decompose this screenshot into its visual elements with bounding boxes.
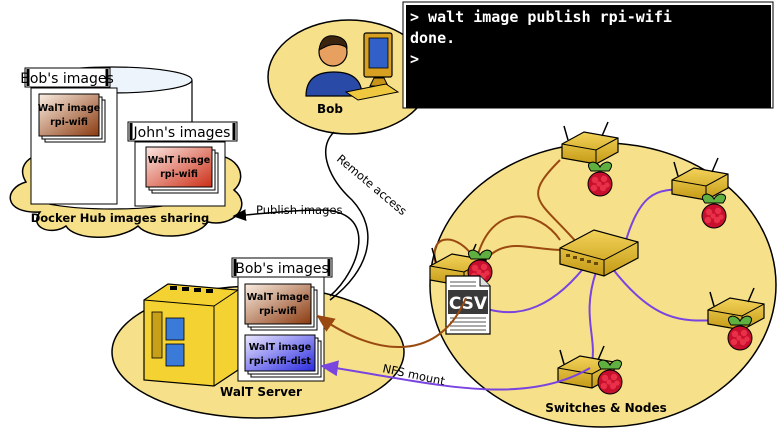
hub-bob-images-title: Bob's images xyxy=(20,71,114,87)
remote-access-arrow xyxy=(325,131,369,301)
server-images-panel[interactable]: Bob's images WalT image rpi-wifi WalT im… xyxy=(231,257,333,382)
nfs-mount-arrow-brown xyxy=(316,297,467,349)
csv-label: CSV xyxy=(449,294,488,314)
hub-john-images-title: John's images xyxy=(133,125,231,141)
hub-bob-images-panel[interactable]: Bob's images WalT image rpi-wifi xyxy=(20,67,118,205)
server-image-card-rpi-wifi-dist[interactable]: WalT image rpi-wifi-dist xyxy=(244,334,322,378)
server-card2-title: WalT image xyxy=(249,342,311,353)
terminal-window[interactable]: > walt image publish rpi-wifi done. > xyxy=(402,1,774,109)
server-label: WalT Server xyxy=(220,385,302,399)
hub-john-images-panel[interactable]: John's images WalT image rpi-wifi xyxy=(127,121,238,207)
server-card1-sub: rpi-wifi xyxy=(259,306,297,317)
hub-bob-card-title: WalT image xyxy=(38,103,100,114)
network-label: Switches & Nodes xyxy=(545,401,667,415)
hub-john-image-card[interactable]: WalT image rpi-wifi xyxy=(145,146,219,194)
remote-access-label: Remote access xyxy=(334,152,409,219)
server-card1-title: WalT image xyxy=(247,292,309,303)
hub-john-card-title: WalT image xyxy=(148,155,210,166)
hub-bob-image-card[interactable]: WalT image rpi-wifi xyxy=(38,93,106,143)
user-icon xyxy=(305,35,363,97)
terminal-line-2: done. xyxy=(410,29,455,47)
server-image-card-rpi-wifi[interactable]: WalT image rpi-wifi xyxy=(244,283,318,331)
terminal-line-1: > walt image publish rpi-wifi xyxy=(410,8,672,26)
publish-images-arrow xyxy=(232,209,360,297)
hub-bob-card-sub: rpi-wifi xyxy=(50,117,88,128)
central-switch-icon xyxy=(559,229,639,277)
hub-label: Docker Hub images sharing xyxy=(31,211,210,225)
nfs-mount-label: NFS mount xyxy=(381,361,446,388)
bob-label: Bob xyxy=(317,102,343,116)
computer-icon xyxy=(344,32,400,101)
csv-file-icon: CSV xyxy=(445,275,491,335)
publish-images-label: Publish images xyxy=(256,203,342,217)
bob-area: Bob xyxy=(267,19,431,135)
nfs-mount-arrow-purple xyxy=(320,360,591,391)
server-card2-sub: rpi-wifi-dist xyxy=(249,356,311,367)
hub-john-card-sub: rpi-wifi xyxy=(160,169,198,180)
server-icon xyxy=(143,283,239,387)
terminal-line-3: > xyxy=(410,50,419,68)
server-images-title: Bob's images xyxy=(235,261,329,277)
